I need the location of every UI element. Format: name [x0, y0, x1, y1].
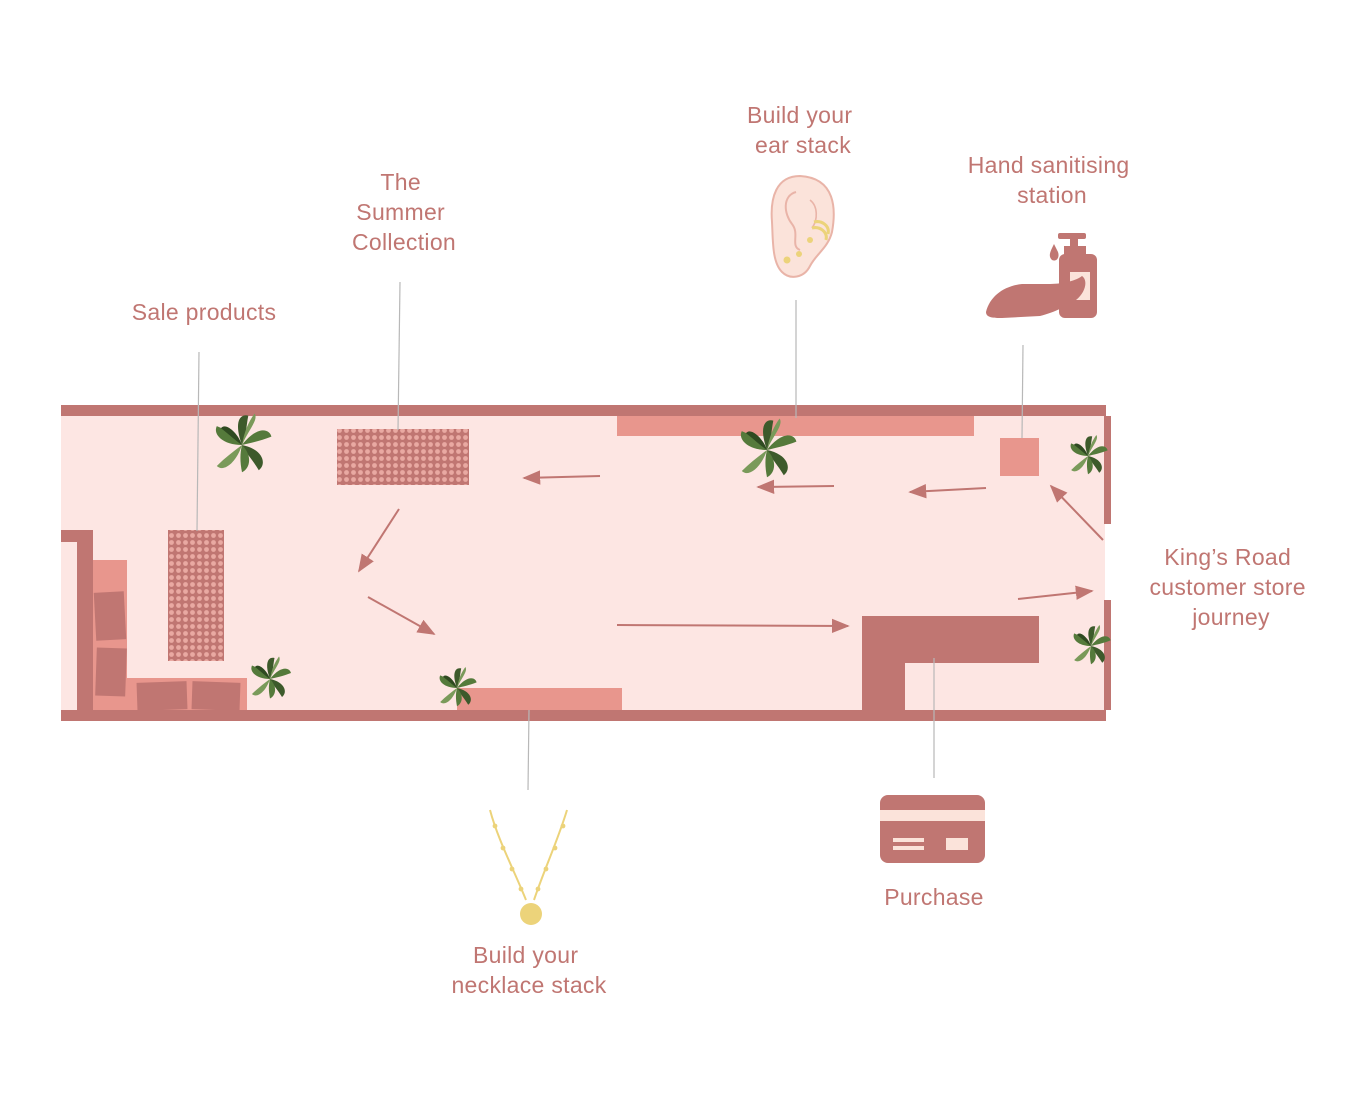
top-wall: [61, 405, 1106, 416]
ear-stack-counter: [617, 416, 974, 436]
arrow-icon: [367, 596, 436, 635]
leader-lines: [196, 281, 1024, 791]
back-room: [61, 530, 247, 712]
right-wall-upper: [1104, 416, 1111, 524]
sanitising-station: [1000, 438, 1039, 476]
label-sale-products: Sale products: [132, 299, 277, 325]
label-purchase: Purchase: [884, 884, 984, 910]
arrow-icon: [522, 470, 601, 485]
purchase-counter: [862, 616, 1039, 710]
arrow-icon: [1017, 585, 1094, 600]
right-wall-lower: [1104, 600, 1111, 710]
store-floor: [61, 413, 1105, 715]
arrow-icon: [756, 479, 835, 494]
hand-sanitiser-icon: [986, 233, 1097, 318]
label-ear-stack: Build your ear stack: [747, 102, 859, 158]
necklace-stack-counter: [457, 688, 622, 710]
stock-box: [95, 647, 127, 697]
ear-icon: [770, 174, 835, 278]
stock-box: [191, 681, 241, 711]
arrow-icon: [358, 508, 400, 573]
sale-products-table: [168, 530, 224, 661]
label-kings-road-journey: King’s Road customer store journey: [1149, 544, 1312, 630]
label-hand-sanitising: Hand sanitising station: [968, 152, 1136, 208]
store-shell: [61, 405, 1111, 721]
arrow-icon: [1049, 484, 1104, 541]
arrow-icon: [616, 618, 850, 634]
bottom-wall: [61, 710, 1106, 721]
journey-arrows: [358, 470, 1104, 635]
stock-box: [136, 681, 188, 711]
label-summer-collection: The Summer Collection: [352, 169, 456, 255]
stock-box: [93, 591, 127, 641]
label-necklace-stack: Build your necklace stack: [451, 942, 606, 998]
summer-collection-table: [337, 429, 469, 485]
credit-card-icon: [880, 795, 985, 863]
arrow-icon: [908, 483, 987, 499]
necklace-icon: [489, 809, 568, 925]
